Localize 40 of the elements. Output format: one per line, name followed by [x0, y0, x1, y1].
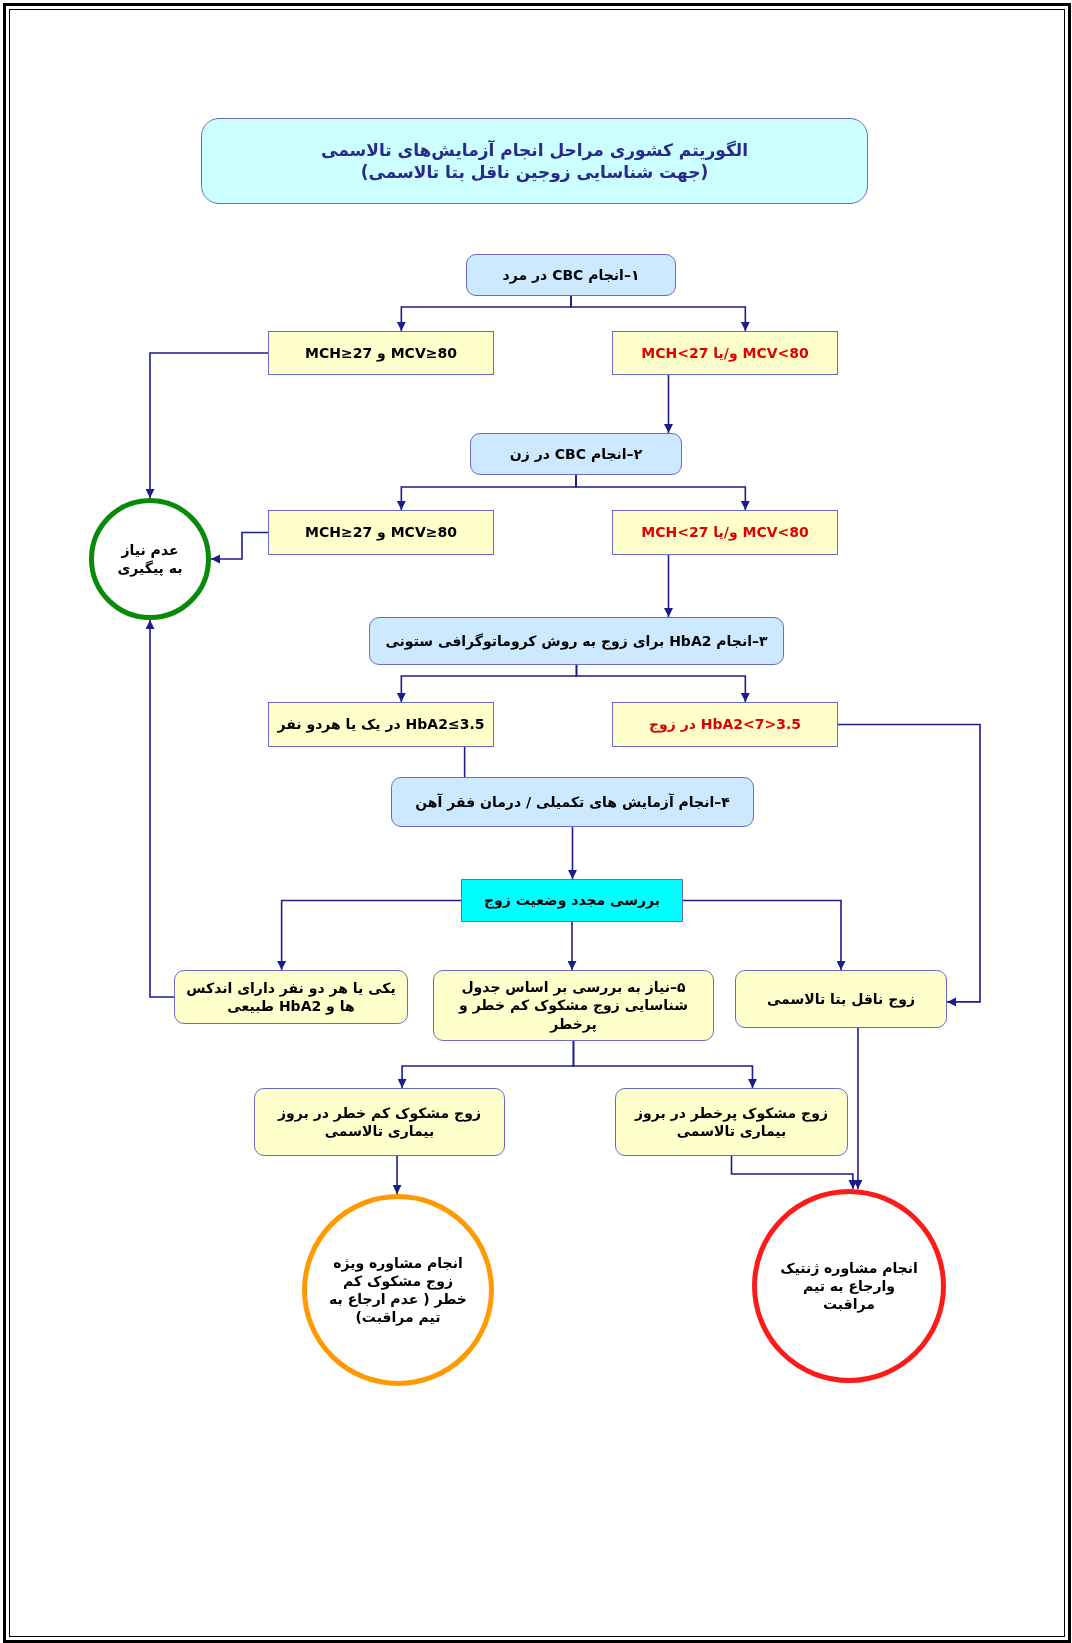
arrow	[575, 474, 750, 511]
process-box: ۴–انجام آزمایش های تکمیلی / درمان فقر آهن	[391, 777, 754, 827]
arrow	[664, 374, 673, 434]
title-line: الگوریتم کشوری مراحل انجام آزمایش‌های تالاسمی	[320, 138, 749, 161]
arrow	[568, 826, 577, 880]
arrow	[682, 899, 846, 971]
process-box: ۱–انجام CBC در مرد	[466, 254, 676, 296]
result-box: زوج مشکوک پرخطر در بروز بیماری تالاسمی	[615, 1088, 848, 1156]
process-box: بررسی مجدد وضعیت زوج	[461, 879, 683, 922]
result-box: زوج مشکوک کم خطر در بروز بیماری تالاسمی	[254, 1088, 505, 1156]
condition-box: 3.5<HbA2<7 در زوج	[612, 702, 838, 747]
condition-box: MCV≥80 و MCH≥27	[268, 510, 494, 555]
result-box: ۵–نیاز به بررسی بر اساس جدول شناسایی زوج مشکوک کم خطر و پرخطر	[433, 970, 714, 1041]
arrow	[572, 1040, 757, 1089]
connector-line	[463, 746, 466, 778]
arrow	[567, 921, 577, 971]
arrow	[392, 1155, 402, 1195]
arrow	[145, 619, 175, 998]
result-box: زوج ناقل بتا تالاسمی	[735, 970, 947, 1028]
arrow	[730, 1155, 858, 1190]
condition-box: MCV<80 و/یا MCH<27	[612, 510, 838, 555]
condition-box: MCV<80 و/یا MCH<27	[612, 331, 838, 375]
arrow	[837, 723, 981, 1007]
arrow	[210, 531, 269, 564]
arrow	[664, 554, 673, 618]
outcome-circle: انجام مشاوره ویژه زوج مشکوک کم خطر ( عدم ارجاع به تیم مراقبت)	[302, 1194, 494, 1386]
outcome-circle: عدم نیاز به پیگیری	[89, 498, 211, 620]
outcome-circle: انجام مشاوره ژنتیک وارجاع به تیم مراقبت	[752, 1189, 946, 1383]
title-box	[201, 118, 868, 204]
arrow	[853, 1027, 863, 1190]
condition-box: MCV≥80 و MCH≥27	[268, 331, 494, 375]
arrow	[570, 295, 750, 332]
result-box: یکی یا هر دو نفر دارای اندکس ها و HbA2 طبیعی	[174, 970, 408, 1024]
arrow	[145, 352, 269, 499]
arrow	[575, 664, 750, 703]
arrow	[277, 899, 462, 971]
process-box: ۳–انجام HbA2 برای زوج به روش کروماتوگرافی ستونی	[369, 617, 784, 665]
condition-box: HbA2≤3.5 در یک یا هردو نفر	[268, 702, 494, 747]
process-box: ۲–انجام CBC در زن	[470, 433, 682, 475]
title-line: (جهت شناسایی زوجین ناقل بتا تالاسمی)	[360, 161, 709, 184]
